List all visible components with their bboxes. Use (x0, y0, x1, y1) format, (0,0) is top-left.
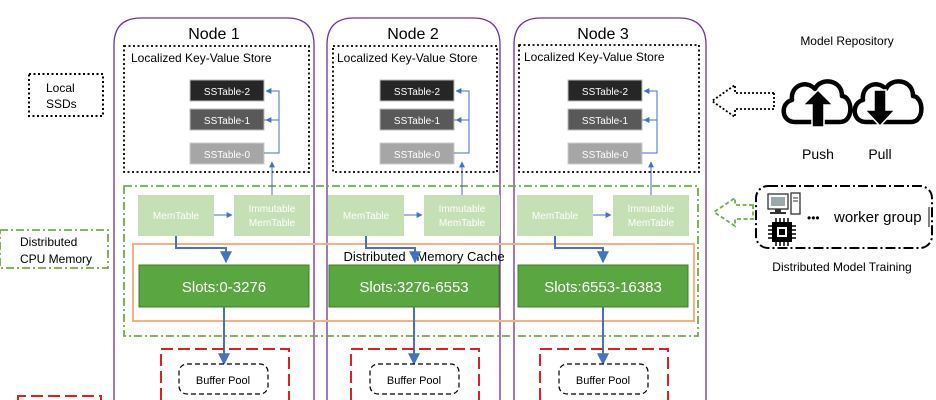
immutable-memtable (613, 195, 689, 236)
cloud-download-icon (852, 79, 924, 128)
legend-local-ssds: Local SSDs (28, 73, 104, 117)
sstable-2 (567, 79, 643, 102)
cpu-chip-icon (768, 218, 796, 246)
svg-text:SSTable-1: SSTable-1 (394, 116, 441, 127)
svg-text:MemTable: MemTable (249, 218, 296, 229)
svg-text:Distributed: Distributed (20, 235, 77, 249)
cloud-upload-icon (781, 79, 853, 128)
svg-text:Immutable: Immutable (439, 204, 486, 215)
node-3-title: Node 3 (577, 26, 629, 43)
buffer-pool-node-3: Buffer Pool (558, 363, 649, 395)
svg-text:MemTable: MemTable (532, 211, 579, 222)
memory-cache-label: Distributed Memory Cache (343, 249, 504, 264)
repository-arrow-icon (710, 83, 775, 119)
model-repository-title: Model Repository (800, 34, 893, 48)
svg-text:Buffer Pool: Buffer Pool (576, 375, 630, 387)
svg-text:SSTable-1: SSTable-1 (204, 116, 251, 127)
sstable-2 (379, 79, 455, 102)
sstables-node-3: SSTable-2 SSTable-1 SSTable-0 (567, 79, 658, 165)
svg-text:Immutable: Immutable (249, 204, 296, 215)
buffer-pool-node-2: Buffer Pool (369, 363, 460, 395)
svg-text:SSTable-2: SSTable-2 (204, 87, 251, 98)
gpu-region-2 (350, 348, 480, 400)
distributed-cpu-memory-region (123, 185, 699, 337)
memtable (517, 195, 593, 236)
kv-store-box-2 (332, 45, 498, 173)
sstable-2 (189, 79, 265, 102)
svg-text:SSTable-0: SSTable-0 (394, 150, 441, 161)
buffer-pool-node-1: Buffer Pool (178, 363, 269, 395)
kv-store-label-1: Localized Key-Value Store (131, 51, 272, 65)
svg-text:Local: Local (46, 81, 75, 95)
svg-text:MemTable: MemTable (439, 218, 486, 229)
svg-text:MemTable: MemTable (153, 211, 200, 222)
memtable (138, 195, 214, 236)
svg-text:SSTable-0: SSTable-0 (204, 150, 251, 161)
node-2-container (326, 17, 501, 400)
immutable-memtable (234, 195, 310, 236)
svg-text:MemTable: MemTable (343, 211, 390, 222)
worker-ellipsis: ••• (807, 211, 820, 225)
slots-node-3: Slots:6553-16383 (517, 264, 689, 308)
gpu-region-1 (160, 348, 290, 400)
svg-text:Buffer Pool: Buffer Pool (387, 375, 441, 387)
svg-text:MemTable: MemTable (628, 218, 675, 229)
training-caption: Distributed Model Training (772, 260, 911, 274)
svg-text:SSTable-0: SSTable-0 (582, 150, 629, 161)
slots-node-1: Slots:0-3276 (138, 264, 310, 308)
svg-text:Immutable: Immutable (628, 204, 675, 215)
kv-store-label-2: Localized Key-Value Store (337, 51, 478, 65)
sstables-node-1: SSTable-2 SSTable-1 SSTable-0 (189, 79, 280, 165)
sstables-node-2: SSTable-2 SSTable-1 SSTable-0 (379, 79, 470, 165)
worker-group-label: worker group (833, 209, 922, 226)
svg-text:SSTable-2: SSTable-2 (582, 87, 629, 98)
pull-label: Pull (868, 146, 891, 162)
training-arrow-icon (712, 196, 754, 228)
node-3-container (513, 17, 707, 400)
node-2-title: Node 2 (387, 26, 439, 43)
immutable-memtable (424, 195, 500, 236)
node-1-title: Node 1 (188, 26, 240, 43)
legend-gpu-box-partial (17, 395, 102, 400)
memtables-node-2: MemTable Immutable MemTable (328, 195, 500, 236)
svg-text:SSTable-1: SSTable-1 (582, 116, 629, 127)
svg-text:Slots:3276-6553: Slots:3276-6553 (359, 279, 468, 296)
computer-icon (767, 192, 801, 215)
push-label: Push (802, 146, 834, 162)
svg-text:Slots:0-3276: Slots:0-3276 (182, 279, 266, 296)
legend-distributed-cpu-memory: Distributed CPU Memory (0, 229, 109, 269)
node-1-container (113, 17, 315, 400)
memtable (328, 195, 404, 236)
svg-text:Slots:6553-16383: Slots:6553-16383 (544, 279, 662, 296)
svg-text:Buffer Pool: Buffer Pool (196, 375, 250, 387)
gpu-region-3 (539, 348, 669, 400)
memtables-node-1: MemTable Immutable MemTable (138, 195, 310, 236)
kv-store-label-3: Localized Key-Value Store (524, 50, 665, 64)
memtables-node-3: MemTable Immutable MemTable (517, 195, 689, 236)
svg-text:SSDs: SSDs (46, 97, 77, 111)
svg-text:SSTable-2: SSTable-2 (394, 87, 441, 98)
svg-text:CPU Memory: CPU Memory (20, 252, 92, 266)
kv-store-box-1 (123, 45, 310, 173)
kv-store-box-3 (518, 44, 700, 173)
slots-node-2: Slots:3276-6553 (328, 264, 500, 308)
